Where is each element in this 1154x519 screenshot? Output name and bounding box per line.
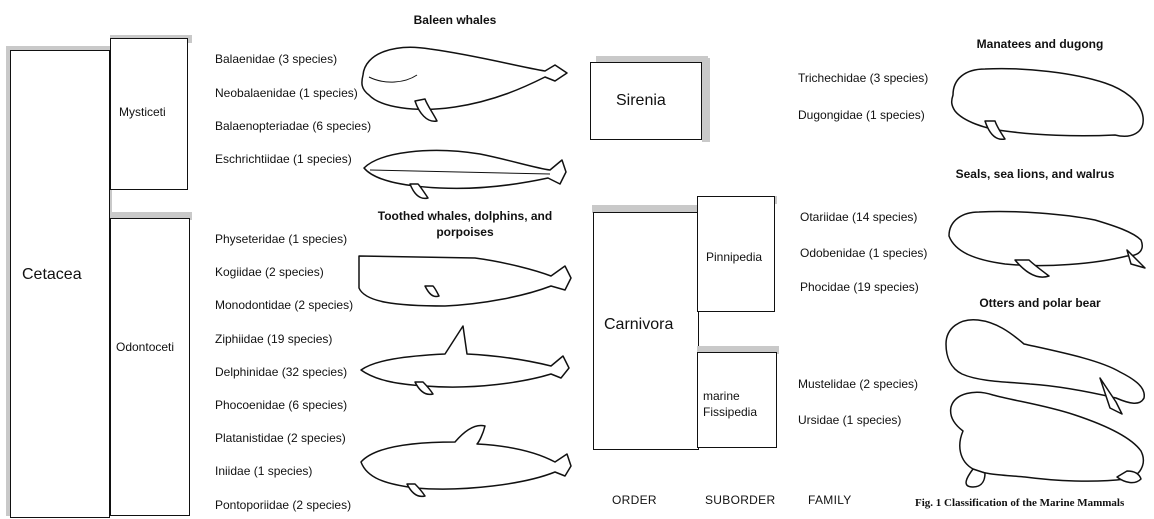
order-label-carnivora: Carnivora (604, 316, 673, 334)
porpoise-illustration (355, 422, 580, 502)
figure-caption: Fig. 1 Classification of the Marine Mamm… (915, 497, 1124, 509)
manatee-illustration (945, 55, 1150, 145)
seal-illustration (945, 190, 1150, 285)
family-label: Delphinidae (32 species) (215, 365, 347, 379)
suborder-box-odontoceti (110, 218, 190, 516)
family-label: Kogiidae (2 species) (215, 265, 324, 279)
family-label: Phocidae (19 species) (800, 280, 919, 294)
suborder-label-mysticeti: Mysticeti (119, 105, 166, 119)
family-label: Balaenopteriadae (6 species) (215, 119, 371, 133)
sperm-whale-illustration (355, 248, 580, 313)
family-label: Monodontidae (2 species) (215, 298, 353, 312)
family-label: Iniidae (1 species) (215, 464, 312, 478)
family-label: Eschrichtiidae (1 species) (215, 152, 352, 166)
order-label-cetacea: Cetacea (22, 266, 82, 284)
family-label: Phocoenidae (6 species) (215, 398, 347, 412)
suborder-label-marine-fissipedia-line1: marine (703, 389, 740, 403)
family-label: Odobenidae (1 species) (800, 246, 927, 260)
dolphin-illustration (355, 320, 580, 400)
suborder-label-pinnipedia: Pinnipedia (706, 250, 762, 264)
right-whale-illustration (355, 35, 575, 125)
family-label: Neobalaenidae (1 species) (215, 86, 358, 100)
family-label: Physeteridae (1 species) (215, 232, 347, 246)
family-label: Mustelidae (2 species) (798, 377, 918, 391)
family-label: Platanistidae (2 species) (215, 431, 346, 445)
heading-seals-sea-lions-walrus: Seals, sea lions, and walrus (940, 167, 1130, 181)
family-label: Ziphiidae (19 species) (215, 332, 332, 346)
axis-label-order: ORDER (612, 493, 657, 507)
family-label: Trichechidae (3 species) (798, 71, 928, 85)
suborder-label-marine-fissipedia-line2: Fissipedia (703, 405, 757, 419)
gray-whale-illustration (360, 138, 570, 203)
order-label-sirenia: Sirenia (616, 92, 666, 110)
family-label: Dugongidae (1 species) (798, 108, 925, 122)
family-label: Ursidae (1 species) (798, 413, 901, 427)
family-label: Otariidae (14 species) (800, 210, 917, 224)
heading-manatees-dugong: Manatees and dugong (955, 37, 1125, 51)
family-label: Balaenidae (3 species) (215, 52, 337, 66)
heading-toothed-whales: Toothed whales, dolphins, and porpoises (365, 208, 565, 240)
axis-label-suborder: SUBORDER (705, 493, 775, 507)
suborder-label-odontoceti: Odontoceti (116, 340, 174, 354)
heading-baleen-whales: Baleen whales (395, 13, 515, 27)
axis-label-family: FAMILY (808, 493, 852, 507)
family-label: Pontoporiidae (2 species) (215, 498, 351, 512)
order-box-cetacea (10, 50, 110, 518)
polar-bear-illustration (945, 385, 1150, 490)
